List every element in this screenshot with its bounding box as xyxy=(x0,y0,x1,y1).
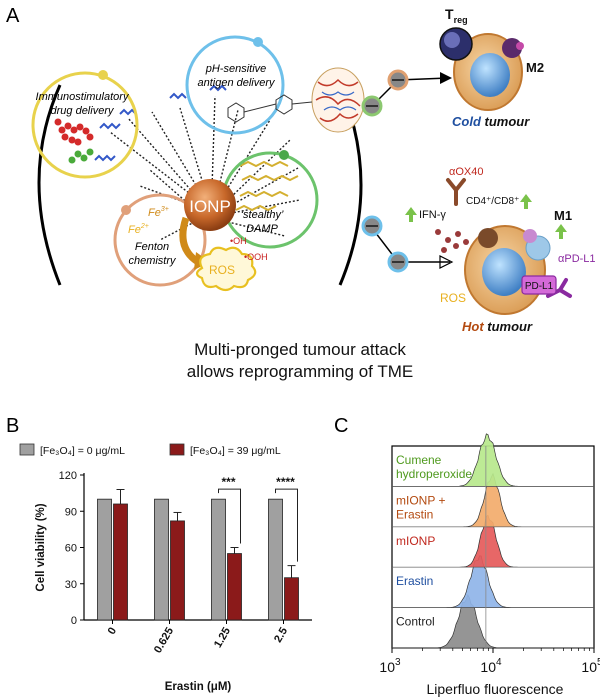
bar xyxy=(113,503,128,621)
y-tick-label: 120 xyxy=(59,470,77,482)
significance-bracket xyxy=(275,488,298,562)
m2-label: M2 xyxy=(526,60,544,75)
ligand-chains xyxy=(109,95,301,241)
stealth-chains xyxy=(235,160,299,212)
ifn-up-arrow xyxy=(405,207,417,222)
y-tick-label: 90 xyxy=(65,506,77,518)
series-label: Cumene xyxy=(396,453,442,467)
bar xyxy=(97,498,112,621)
ifn-particles xyxy=(435,229,469,253)
left-parenthesis xyxy=(37,84,62,286)
panel-label-a: A xyxy=(6,5,20,27)
x-tick-label: 1.25 xyxy=(212,626,233,651)
x-axis-label: Liperfluo fluorescence xyxy=(427,681,564,697)
series-label: Control xyxy=(396,615,435,629)
hot-pathway xyxy=(361,215,454,273)
bar xyxy=(268,498,283,621)
ionp-core xyxy=(184,179,236,231)
y-axis-label: Cell viability (%) xyxy=(35,503,47,591)
bar xyxy=(170,520,185,621)
hydroxyl-label: •OH xyxy=(230,236,247,246)
fenton-arrow xyxy=(179,216,201,265)
series-label: mIONP + xyxy=(396,493,445,507)
cold-tumour-label: Cold tumour xyxy=(452,114,530,129)
bar xyxy=(211,498,226,621)
stealth-label-line1: ‘stealthy’ xyxy=(241,209,284,221)
green-molecule xyxy=(68,148,94,164)
legend-label-0: [Fe₃O₄] = 0 μg/mL xyxy=(40,445,125,457)
x-tick-label: 104 xyxy=(480,657,502,675)
aox40-antibody xyxy=(446,178,466,206)
x-axis-label: Erastin (μM) xyxy=(165,681,232,693)
ph-label-line1: pH-sensitive xyxy=(205,63,267,75)
y-tick-label: 0 xyxy=(71,615,77,627)
m1-label: M1 xyxy=(554,208,572,223)
significance-label: **** xyxy=(276,475,295,489)
y-tick-label: 60 xyxy=(65,543,77,555)
cold-tumour xyxy=(439,27,524,111)
ros-hot-label: ROS xyxy=(440,291,466,305)
ph-dot xyxy=(253,37,263,47)
m1-up-arrow xyxy=(555,224,567,239)
fenton-dot xyxy=(121,205,131,215)
x-tick-label: 105 xyxy=(581,657,600,675)
ph-label-line2: antigen delivery xyxy=(197,77,276,89)
antigen-protein xyxy=(311,67,365,133)
panel-label-b: B xyxy=(6,415,19,437)
aox40-label: αOX40 xyxy=(449,166,484,178)
stealth-label-line2: DAMP xyxy=(246,223,278,235)
bar xyxy=(154,498,169,621)
ifn-label: IFN-γ xyxy=(419,209,446,221)
apdl1-label: αPD-L1 xyxy=(558,253,596,265)
hot-tumour-label: Hot tumour xyxy=(462,319,533,334)
series-label: Erastin xyxy=(396,574,433,588)
linker-molecule xyxy=(227,94,313,123)
fe3-label: Fe3+ xyxy=(148,206,169,219)
significance-label: *** xyxy=(221,475,235,489)
panel-label-c: C xyxy=(334,415,348,437)
x-tick-label: 0 xyxy=(106,626,119,637)
drug-chains xyxy=(94,84,227,162)
series-label: hydroperoxide xyxy=(396,467,472,481)
immuno-circle xyxy=(31,71,139,179)
ros-label: ROS xyxy=(209,263,235,277)
bar-chart: [Fe₃O₄] = 0 μg/mL [Fe₃O₄] = 39 μg/mL 0 30 60… xyxy=(19,443,312,693)
legend-swatch-1 xyxy=(169,443,185,456)
bar xyxy=(227,553,242,621)
series-label: Erastin xyxy=(396,507,433,521)
immuno-label-line1: Immunostimulatory xyxy=(36,91,130,103)
treg-label: Treg xyxy=(445,6,468,25)
bar xyxy=(284,577,299,621)
stealth-dot xyxy=(279,150,289,160)
x-tick-label: 103 xyxy=(379,657,401,675)
ros-cloud xyxy=(195,246,257,292)
ionp-label: IONP xyxy=(189,197,231,216)
fenton-label-line1: Fenton xyxy=(135,241,169,253)
legend-label-1: [Fe₃O₄] = 39 μg/mL xyxy=(190,445,281,457)
legend-swatch-0 xyxy=(19,443,35,456)
significance-bracket xyxy=(218,488,241,544)
ph-circle xyxy=(185,35,285,135)
series-label: mIONP xyxy=(396,534,435,548)
hydroperoxyl-label: •OOH xyxy=(244,252,268,262)
cd-up-arrow xyxy=(520,194,532,209)
caption-line2: allows reprogramming of TME xyxy=(187,362,413,381)
hot-tumour xyxy=(464,225,551,315)
fe2-label: Fe2+ xyxy=(128,223,149,236)
pdl1-label: PD-L1 xyxy=(525,281,554,292)
caption-line1: Multi-pronged tumour attack xyxy=(194,340,406,359)
fenton-label-line2: chemistry xyxy=(128,255,177,267)
x-tick-label: 2.5 xyxy=(272,626,290,645)
immuno-dot xyxy=(98,70,108,80)
cd-label: CD4⁺/CD8⁺ xyxy=(466,196,519,207)
drug-molecules xyxy=(54,118,94,146)
fenton-circle xyxy=(113,193,207,287)
cold-pathway xyxy=(361,69,452,117)
pdl1-receptor xyxy=(521,275,557,295)
y-tick-label: 30 xyxy=(65,579,77,591)
immuno-label-line2: drug delivery xyxy=(51,105,115,117)
x-tick-label: 0.625 xyxy=(152,626,176,656)
